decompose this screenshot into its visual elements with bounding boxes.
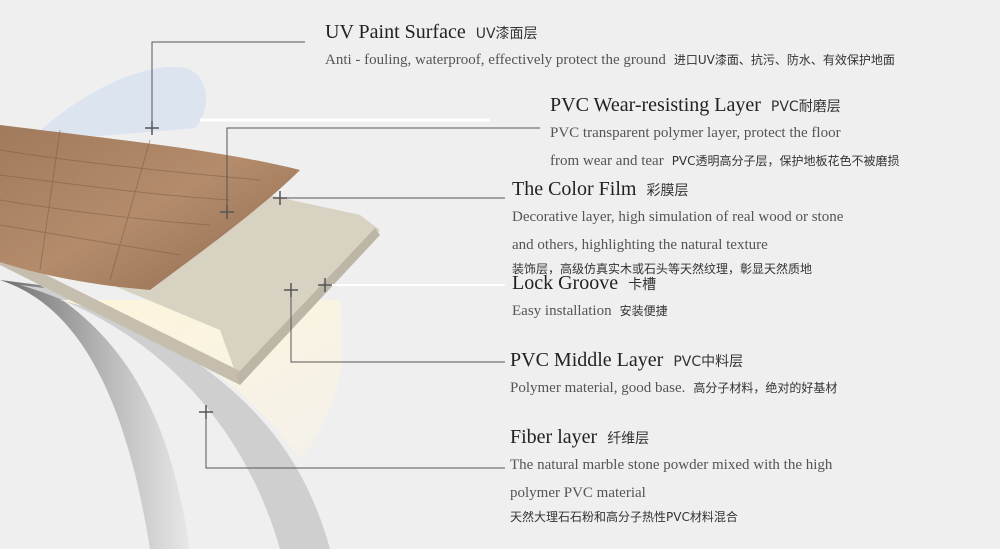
layer-title-cn: PVC耐磨层 xyxy=(770,99,841,115)
layer-desc: Easy installation xyxy=(512,303,612,319)
layer-desc-cn: 天然大理石石粉和高分子热性PVC材料混合 xyxy=(510,510,738,524)
middle-layer-curl xyxy=(20,285,330,549)
board-front-edge xyxy=(0,252,242,385)
layer-desc-cn: 进口UV漆面、抗污、防水、有效保护地面 xyxy=(673,53,895,67)
layer-title: PVC Middle Layer xyxy=(510,349,664,371)
layer-title-cn: 彩膜层 xyxy=(646,183,689,199)
middle-layer-label: PVC Middle Layer PVC中料层 Polymer material,… xyxy=(510,348,837,402)
plus-markers xyxy=(145,121,332,419)
layer-desc-cn: 高分子材料，绝对的好基材 xyxy=(693,381,838,395)
layer-desc: and others, highlighting the natural tex… xyxy=(512,237,768,253)
lock-groove-label: Lock Groove 卡槽 Easy installation 安装便捷 xyxy=(512,271,668,325)
layer-title-cn: 纤维层 xyxy=(607,431,650,447)
layer-title-cn: UV漆面层 xyxy=(475,26,538,42)
board-side-edge xyxy=(236,228,380,385)
layer-title: UV Paint Surface xyxy=(325,21,466,43)
layer-desc-cn: 安装便捷 xyxy=(619,304,668,318)
layer-desc-cn: PVC透明高分子层，保护地板花色不被磨损 xyxy=(671,154,900,168)
layer-desc: Decorative layer, high simulation of rea… xyxy=(512,209,844,225)
layer-title: Lock Groove xyxy=(512,272,619,294)
layer-desc: The natural marble stone powder mixed wi… xyxy=(510,457,833,473)
layer-title-cn: 卡槽 xyxy=(628,277,657,293)
layer-desc: Polymer material, good base. xyxy=(510,380,686,396)
layer-desc-cn: 装饰层，高级仿真实木或石头等天然纹理，彰显天然质地 xyxy=(512,262,813,276)
layer-title: The Color Film xyxy=(512,178,637,200)
wear-layer-label: PVC Wear-resisting Layer PVC耐磨层 PVC trans… xyxy=(550,93,900,175)
layer-title: PVC Wear-resisting Layer xyxy=(550,94,761,116)
uv-film xyxy=(30,66,207,140)
uv-paint-label: UV Paint Surface UV漆面层 Anti - fouling, wa… xyxy=(325,20,895,74)
fiber-layer-label: Fiber layer 纤维层 The natural marble stone … xyxy=(510,425,832,527)
layer-desc: Anti - fouling, waterproof, effectively … xyxy=(325,52,666,68)
fiber-layer-curl xyxy=(0,280,190,549)
leader-lines xyxy=(151,41,540,469)
wood-grain xyxy=(0,129,261,281)
layer-desc: polymer PVC material xyxy=(510,485,646,501)
layer-title-cn: PVC中料层 xyxy=(673,354,744,370)
color-film-wood xyxy=(0,125,300,290)
layer-desc: PVC transparent polymer layer, protect t… xyxy=(550,125,841,141)
layer-desc: from wear and tear xyxy=(550,153,664,169)
layer-title: Fiber layer xyxy=(510,426,598,448)
color-film-label: The Color Film 彩膜层 Decorative layer, high… xyxy=(512,177,843,279)
